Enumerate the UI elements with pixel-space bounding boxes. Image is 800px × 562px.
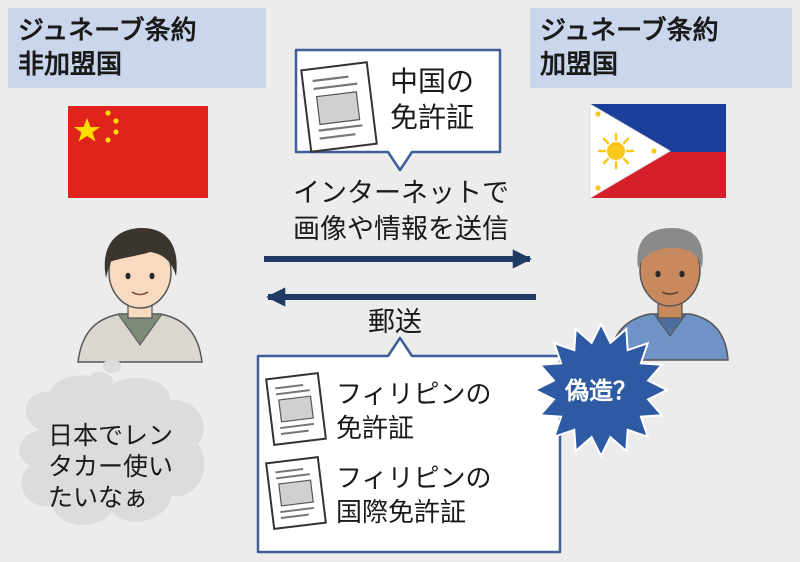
thought-line3: たいなぁ [48,483,149,512]
forgery-badge-text: 偽造？ [565,377,637,405]
philippines-flag [589,103,726,199]
philippines-flag-sun [607,142,625,160]
ph-intl-license-text: フィリピンの 国際免許証 [336,462,491,530]
chinese-person-illustration [77,228,203,363]
forgery-starburst-badge [532,321,670,459]
top-callout-line2: 免許証 [390,101,475,134]
header-left-line2: 非加盟国 [18,50,123,80]
thought-bubble-cloud [19,375,205,525]
thought-bubble-text: 日本でレン タカー使い たいなぁ [48,420,173,513]
header-left-line1: ジュネーブ条約 [18,16,197,46]
thought-line1: 日本でレン [48,421,174,450]
document-icon-china [300,61,378,153]
top-callout-text: 中国の 免許証 [390,64,474,136]
mail-label: 郵送 [368,307,422,338]
header-non-member-country: ジュネーブ条約 非加盟国 [8,8,266,88]
header-right-line2: 加盟国 [540,50,619,80]
document-icon-ph-license [265,371,327,447]
ph-intl-license-line2: 国際免許証 [336,498,467,528]
internet-label-line2: 画像や情報を送信 [293,214,509,245]
china-flag [68,106,208,198]
bottom-callout-box [256,336,562,554]
internet-send-label: インターネットで 画像や情報を送信 [276,176,526,248]
thought-line2: タカー使い [48,452,174,481]
header-member-country: ジュネーブ条約 加盟国 [530,8,792,88]
header-right-line1: ジュネーブ条約 [540,16,719,46]
ph-license-line2: 免許証 [336,414,415,444]
china-flag-big-star [74,118,100,142]
thought-bubble [19,359,205,525]
top-callout-line1: 中国の [390,65,475,98]
ph-license-line1: フィリピンの [336,380,492,410]
ph-license-text: フィリピンの 免許証 [336,378,491,446]
internet-label-line1: インターネットで [293,178,509,209]
document-icon-ph-intl-license [265,455,327,531]
ph-intl-license-line1: フィリピンの [336,464,492,494]
